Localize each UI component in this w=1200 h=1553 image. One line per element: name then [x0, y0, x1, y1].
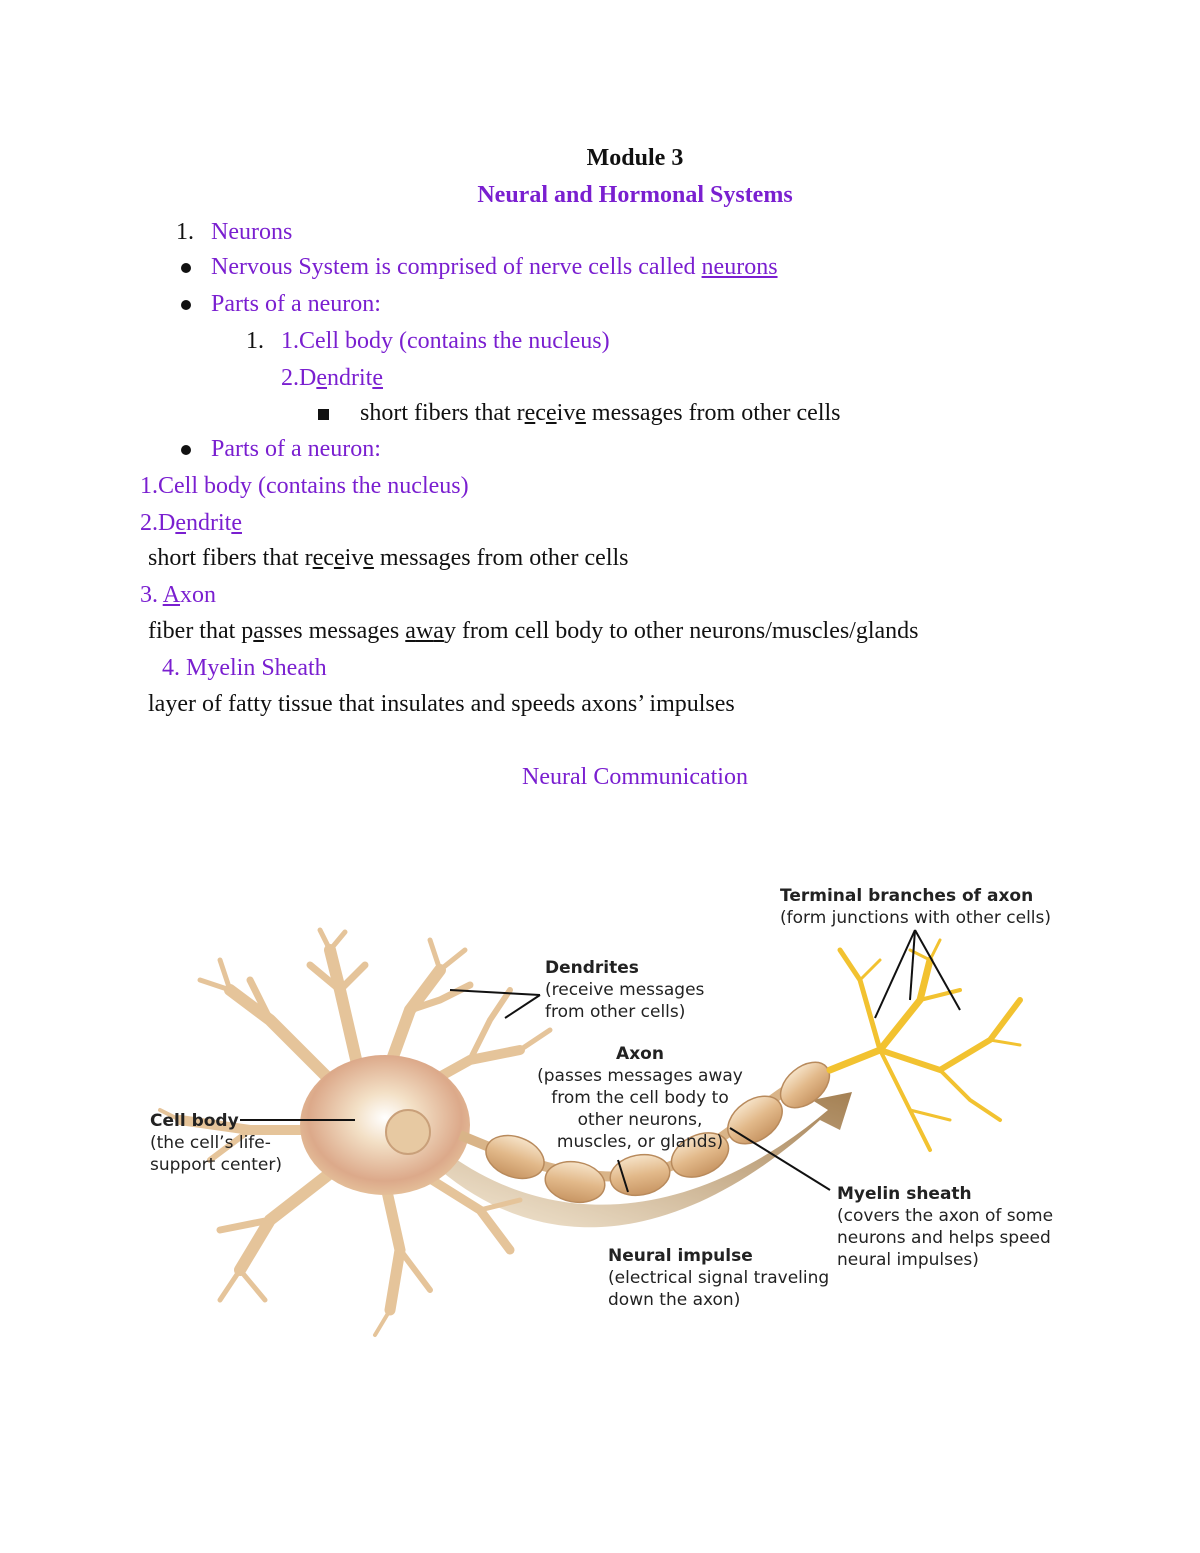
bullet-dot: [181, 263, 191, 273]
def-part: sses messages: [263, 618, 406, 644]
label-desc: from other cells): [545, 1002, 686, 1022]
sub-list-number: 1.: [246, 328, 264, 354]
label-desc: (electrical signal traveling: [608, 1268, 830, 1288]
dendrite-definition: short fibers that receive messages from …: [148, 543, 629, 573]
axon-part: xon: [180, 582, 217, 608]
neural-impulse-arrow: [440, 1092, 852, 1228]
def-part: e: [312, 545, 324, 571]
label-desc: support center): [150, 1155, 282, 1175]
bullet-parts-of-neuron-2: Parts of a neuron:: [211, 436, 381, 462]
dendrite-part: ndrit: [186, 510, 232, 536]
label-axon: Axon (passes messages away from the cell…: [510, 1043, 770, 1153]
def-part: y from cell body to other neurons/muscle…: [443, 618, 919, 644]
def-part: a: [433, 618, 444, 644]
label-dendrites: Dendrites (receive messages from other c…: [545, 957, 704, 1023]
neuron-diagram: Terminal branches of axon (form junction…: [140, 870, 1070, 1350]
axon-part: A: [162, 582, 181, 608]
bullet-dot: [181, 445, 191, 455]
section-title: Neural Communication: [522, 764, 748, 790]
dendrite-part: ndrit: [327, 365, 373, 391]
label-desc: down the axon): [608, 1290, 741, 1310]
def-part: a: [253, 618, 264, 644]
label-cell-body: Cell body (the cell’s life- support cent…: [150, 1110, 282, 1176]
def-part: e: [575, 400, 586, 426]
list-item-neurons: Neurons: [211, 219, 293, 245]
nucleus: [385, 1109, 431, 1155]
cell-body-heading: 1.Cell body (contains the nucleus): [140, 473, 469, 499]
module-number: Module 3: [586, 145, 684, 171]
leader-lines: [240, 929, 961, 1193]
label-desc: neural impulses): [837, 1250, 979, 1270]
list-number: 1.: [176, 219, 194, 245]
axon-heading: 3. Axon: [140, 580, 216, 610]
label-title: Terminal branches of axon: [780, 886, 1034, 906]
label-desc: (covers the axon of some: [837, 1206, 1054, 1226]
neuron-illustration: [158, 927, 1023, 1337]
terminal-branches: [826, 938, 1023, 1152]
label-desc: other neurons,: [577, 1110, 703, 1130]
sub-item-dendrite: 2.Dendrite: [281, 363, 383, 393]
label-desc: (form junctions with other cells): [780, 908, 1052, 928]
dendrite-part: e: [175, 510, 186, 536]
def-part: a: [405, 618, 416, 644]
label-myelin-sheath: Myelin sheath (covers the axon of some n…: [837, 1183, 1053, 1271]
def-part: e: [333, 545, 345, 571]
neurons-underlined: neurons: [701, 254, 778, 280]
def-part: e: [545, 400, 557, 426]
label-title: Dendrites: [545, 958, 639, 978]
myelin-heading: 4. Myelin Sheath: [162, 655, 327, 681]
def-part: messages from other cells: [585, 400, 841, 426]
label-desc: neurons and helps speed: [837, 1228, 1051, 1248]
sub-item-cell-body: 1.Cell body (contains the nucleus): [281, 328, 610, 354]
bullet-dot: [181, 300, 191, 310]
label-desc: (receive messages: [545, 980, 705, 1000]
dendrite-part: 2.D: [140, 510, 176, 536]
def-part: iv: [556, 400, 576, 426]
cell-body-shape: [300, 1055, 470, 1195]
square-bullet: [318, 409, 329, 420]
bullet-parts-of-neuron: Parts of a neuron:: [211, 291, 381, 317]
label-desc: muscles, or glands): [556, 1132, 724, 1152]
dendrite-part: e: [372, 365, 383, 391]
label-neural-impulse: Neural impulse (electrical signal travel…: [608, 1245, 829, 1311]
def-part: short fibers that r: [360, 400, 525, 426]
dendrite-part: e: [316, 365, 327, 391]
label-title: Axon: [616, 1044, 664, 1064]
dendrite-heading: 2.Dendrite: [140, 508, 242, 538]
label-title: Cell body: [150, 1111, 239, 1131]
def-part: e: [363, 545, 374, 571]
page-title: Neural and Hormonal Systems: [477, 182, 793, 208]
dendrite-part: e: [231, 510, 242, 536]
def-part: e: [524, 400, 536, 426]
axon-part: 3.: [140, 582, 163, 608]
dendrite-part: 2.D: [281, 365, 317, 391]
label-desc: from the cell body to: [551, 1088, 729, 1108]
def-part: fiber that p: [148, 618, 254, 644]
label-terminal-branches: Terminal branches of axon (form junction…: [780, 885, 1051, 929]
bullet-text: Nervous System is comprised of nerve cel…: [211, 254, 702, 280]
label-desc: (the cell’s life-: [150, 1133, 271, 1153]
def-part: c: [323, 545, 334, 571]
def-part: iv: [344, 545, 364, 571]
label-desc: (passes messages away: [537, 1066, 743, 1086]
def-part: w: [415, 618, 434, 644]
def-part: messages from other cells: [373, 545, 629, 571]
axon-definition: fiber that passes messages away from cel…: [148, 616, 919, 646]
def-part: c: [535, 400, 546, 426]
label-title: Myelin sheath: [837, 1184, 972, 1204]
sub-sub-item-dendrite-def: short fibers that receive messages from …: [360, 398, 841, 428]
def-part: short fibers that r: [148, 545, 313, 571]
label-title: Neural impulse: [608, 1246, 753, 1266]
myelin-definition: layer of fatty tissue that insulates and…: [148, 691, 735, 717]
bullet-nervous-system: Nervous System is comprised of nerve cel…: [211, 252, 778, 282]
